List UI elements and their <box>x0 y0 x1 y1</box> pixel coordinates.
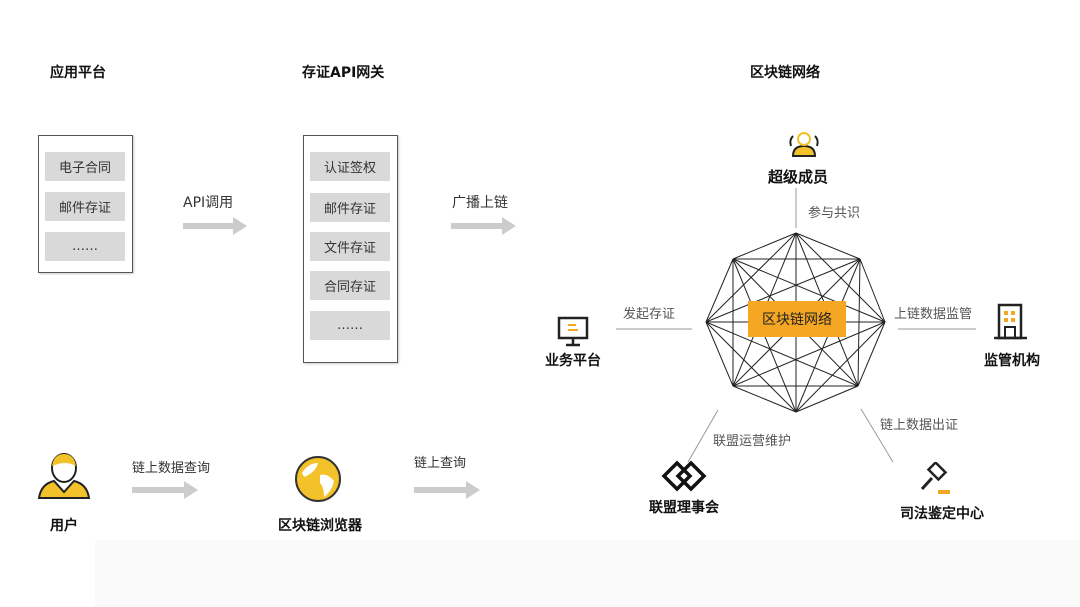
app-item: …… <box>45 232 125 261</box>
consensus-label: 参与共识 <box>808 206 861 221</box>
initiate-label: 发起存证 <box>623 307 676 322</box>
gavel-icon <box>920 462 950 494</box>
operate-label: 联盟运营维护 <box>713 434 792 449</box>
user-label: 用户 <box>50 518 78 534</box>
mesh-edge <box>705 321 797 413</box>
blockchain-network-center: 区块链网络 <box>748 301 846 337</box>
gateway-item: 认证签权 <box>310 152 390 181</box>
header-app-platform: 应用平台 <box>50 65 106 81</box>
mesh-edge <box>859 258 886 323</box>
arrow-icon <box>451 217 516 235</box>
mesh-edge <box>732 232 797 260</box>
members-icon <box>789 132 819 157</box>
arrow-icon <box>414 481 480 499</box>
api-call-label: API调用 <box>183 195 234 211</box>
super-member-label: 超级成员 <box>767 168 828 186</box>
chain-query-label: 链上查询 <box>414 456 467 471</box>
arrow-icon <box>183 217 247 235</box>
regulator-label: 监管机构 <box>984 353 1040 369</box>
mesh-edge <box>705 321 859 387</box>
arrow-icon <box>132 481 198 499</box>
council-label: 联盟理事会 <box>649 500 719 516</box>
gateway-item: …… <box>310 311 390 340</box>
mesh-edge <box>732 321 886 387</box>
header-gateway: 存证API网关 <box>302 65 385 81</box>
business-platform-label: 业务平台 <box>545 353 601 369</box>
mesh-edge <box>705 258 734 323</box>
judicial-label: 司法鉴定中心 <box>900 506 984 522</box>
gateway-item: 合同存证 <box>310 271 390 300</box>
app-item: 邮件存证 <box>45 192 125 221</box>
mesh-edge <box>795 232 886 323</box>
connector-line <box>860 408 894 463</box>
mesh-edge <box>732 258 886 323</box>
supervise-label: 上链数据监管 <box>894 307 973 322</box>
globe-icon <box>295 456 341 502</box>
alliance-icon <box>661 460 707 492</box>
chain-data-query-label: 链上数据查询 <box>132 461 211 476</box>
mesh-edge <box>795 232 861 260</box>
gateway-item: 文件存证 <box>310 232 390 261</box>
mesh-edge <box>732 385 797 413</box>
app-platform-panel: 电子合同 邮件存证 …… <box>38 135 133 273</box>
gateway-item: 邮件存证 <box>310 193 390 222</box>
mesh-edge <box>705 258 861 323</box>
header-network: 区块链网络 <box>750 65 820 81</box>
mesh-edge <box>705 321 734 387</box>
mesh-edge <box>857 321 886 387</box>
gateway-panel: 认证签权 邮件存证 文件存证 合同存证 …… <box>303 135 398 363</box>
mesh-edge <box>795 385 859 413</box>
mesh-edge <box>795 321 886 413</box>
broadcast-label: 广播上链 <box>452 195 508 211</box>
user-icon <box>37 453 91 499</box>
certify-label: 链上数据出证 <box>880 418 959 433</box>
connector-line <box>687 409 719 463</box>
app-item: 电子合同 <box>45 152 125 181</box>
background-shade <box>95 540 1080 607</box>
monitor-icon <box>557 316 589 347</box>
building-icon <box>994 303 1027 340</box>
explorer-label: 区块链浏览器 <box>278 518 362 534</box>
